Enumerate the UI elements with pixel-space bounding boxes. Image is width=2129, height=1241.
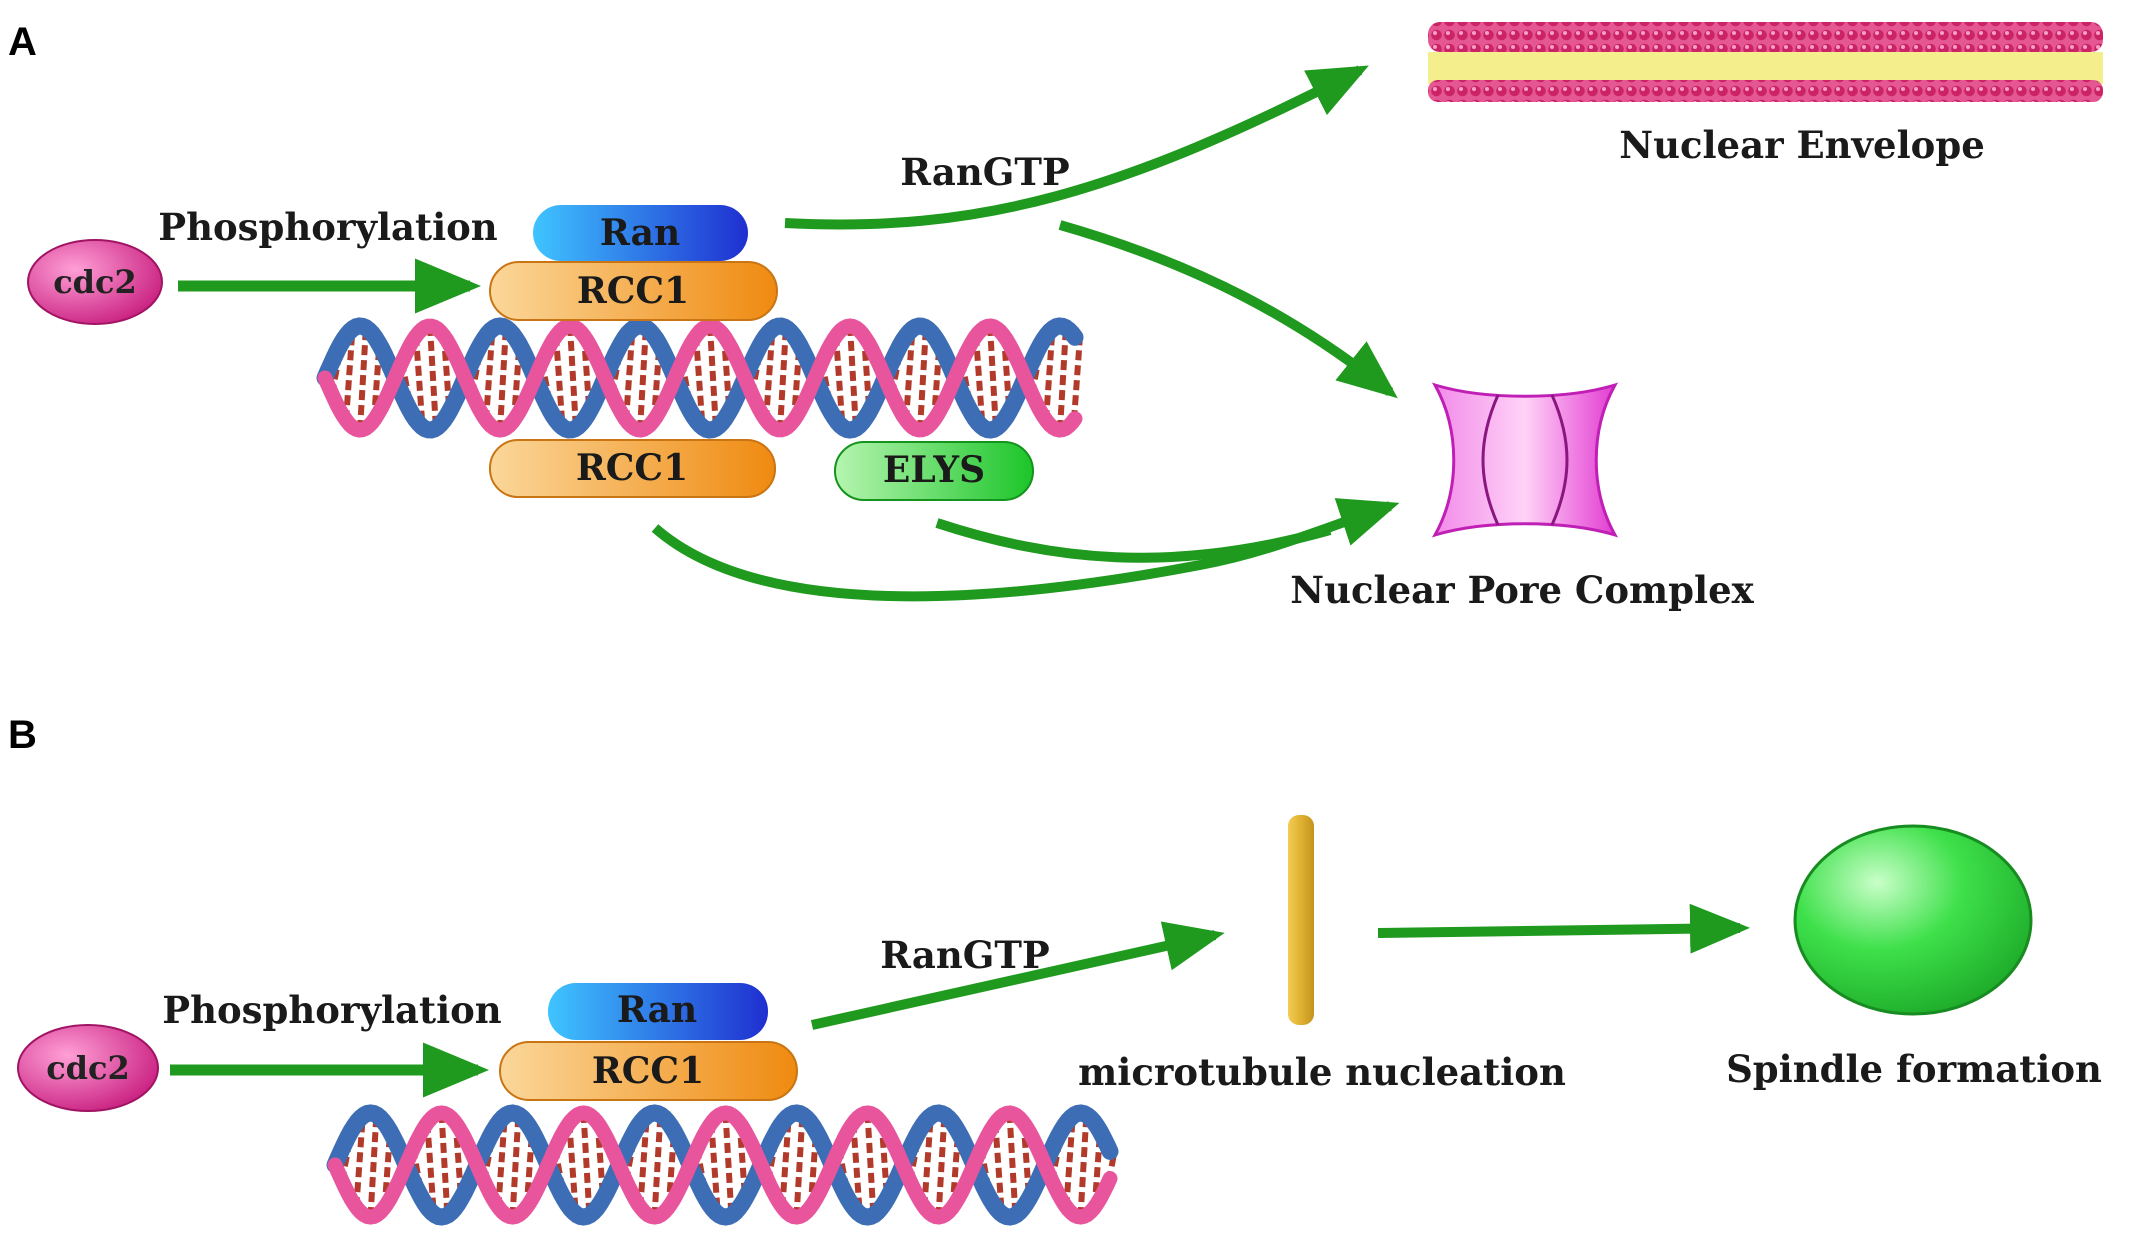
dna-base-pair [357, 325, 369, 431]
dna-base-pair [651, 1112, 664, 1218]
dna-helix-a [316, 317, 1084, 439]
spindle-formation-label: Spindle formation [1726, 1047, 2102, 1091]
cdc2-label-a: cdc2 [53, 263, 137, 301]
dna-base-pair [793, 1112, 806, 1218]
dna-base-pair [1057, 325, 1069, 431]
dna-base-pair [847, 325, 859, 431]
elys-protein: ELYS [834, 441, 1034, 501]
dna-base-pair [1077, 1112, 1090, 1218]
dna-helix-b [326, 1104, 1119, 1226]
dna-strand [326, 1104, 1119, 1226]
dna-base-pair [777, 325, 789, 431]
dna-base-pair [1071, 335, 1083, 421]
nuclear-pore-complex-label: Nuclear Pore Complex [1290, 568, 1754, 612]
dna-base-pair [367, 1112, 380, 1218]
rangtp-to-envelope-arrow [784, 65, 1369, 230]
dna-strand [316, 317, 1084, 439]
dna-base-pair [567, 325, 579, 431]
rcc1-label-b: RCC1 [592, 1050, 704, 1092]
dna-base-pair [935, 1112, 948, 1218]
phosphorylation-label-b: Phosphorylation [162, 988, 502, 1032]
cdc2-protein-a: cdc2 [27, 239, 163, 325]
dna-strand [317, 318, 1083, 438]
spindle-shape [1793, 824, 2033, 1016]
nuclear-envelope [1428, 22, 2103, 102]
rangtp-to-pore-arrow [1058, 220, 1398, 399]
ran-protein-a: Ran [533, 205, 748, 261]
cdc2-label-b: cdc2 [46, 1049, 130, 1087]
dna-base-pair [497, 325, 509, 431]
dna-base-pair [722, 1112, 735, 1218]
rangtp-label-b: RanGTP [880, 933, 1049, 977]
elys-label: ELYS [883, 449, 985, 491]
rcc1-protein-top-a: RCC1 [489, 261, 778, 321]
panel-a-label: A [8, 20, 37, 64]
panel-b-label: B [8, 713, 37, 757]
nuclear-pore-complex-shape [1431, 382, 1619, 538]
ran-protein-b: Ran [548, 983, 768, 1040]
phosphorylation-label-a: Phosphorylation [158, 205, 498, 249]
rcc1-label-top-a: RCC1 [577, 270, 689, 312]
microtubule-to-spindle-arrow [1377, 903, 1750, 954]
dna-base-pair [707, 325, 719, 431]
ran-label-a: Ran [600, 212, 680, 254]
rangtp-label-a: RanGTP [900, 150, 1069, 194]
elys-to-pore-arrow [935, 518, 1332, 563]
dna-strand [327, 1105, 1118, 1225]
nuclear-envelope-label: Nuclear Envelope [1619, 123, 1984, 167]
ran-label-b: Ran [617, 989, 697, 1031]
microtubule-nucleation-label: microtubule nucleation [1078, 1050, 1566, 1094]
rcc1-protein-b: RCC1 [499, 1041, 798, 1101]
rcc1-label-bottom-a: RCC1 [576, 447, 688, 489]
dna-base-pair [580, 1112, 593, 1218]
rangtp-to-microtubule-arrow [810, 921, 1225, 1030]
microtubule-rod [1288, 815, 1314, 1025]
cdc2-protein-b: cdc2 [17, 1024, 159, 1112]
dna-base-pair [864, 1112, 877, 1218]
dna-base-pair [917, 325, 929, 431]
dna-base-pair [987, 325, 999, 431]
dna-base-pair [427, 325, 439, 431]
dna-base-pair [1006, 1112, 1019, 1218]
rcc1-to-pore-arrow [651, 498, 1400, 602]
dna-base-pair [637, 325, 649, 431]
dna-base-pair [438, 1112, 451, 1218]
dna-base-pair [509, 1112, 522, 1218]
rcc1-protein-bottom-a: RCC1 [489, 439, 776, 498]
